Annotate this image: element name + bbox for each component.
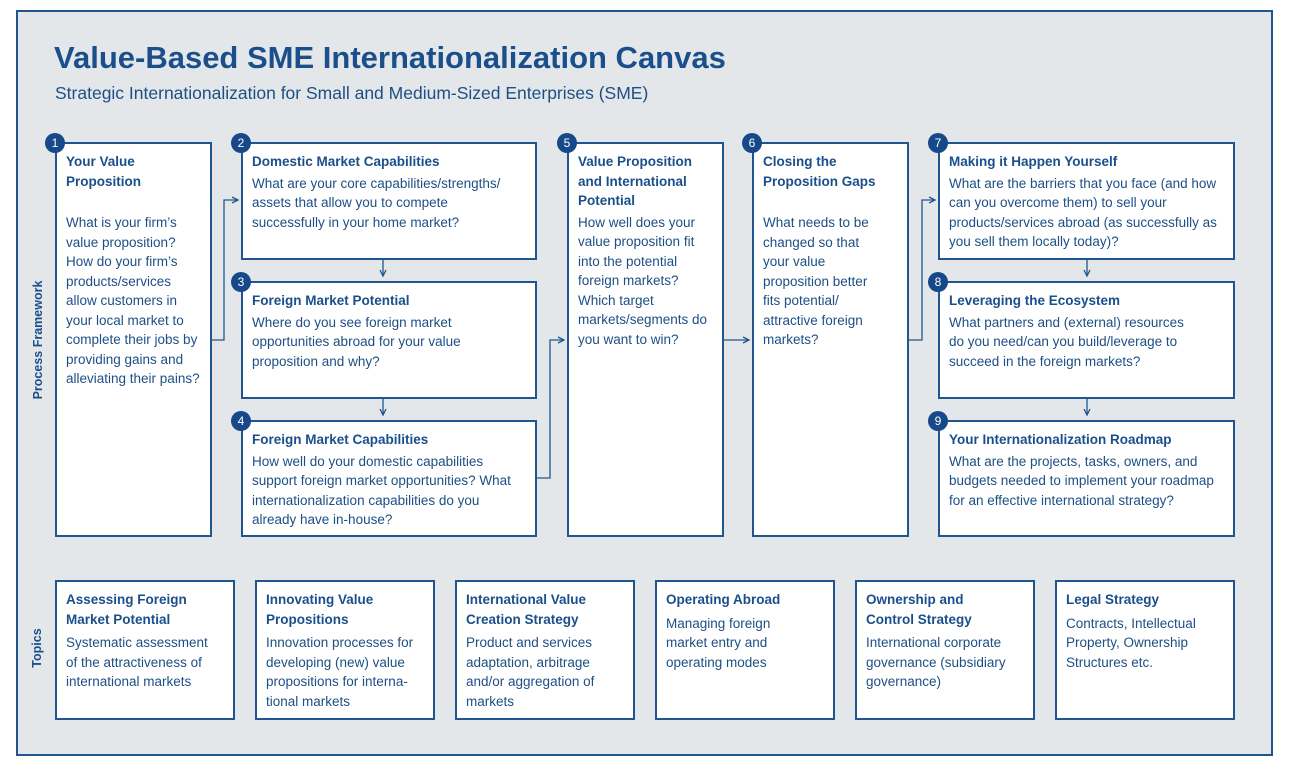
step-number-badge: 6	[742, 133, 762, 153]
step-box-1: Your Value Proposition What is your firm…	[55, 142, 212, 537]
topic-box: Legal Strategy Contracts, Intellectual P…	[1055, 580, 1235, 720]
arrow-4-to-5	[537, 340, 564, 479]
step-question: What is your firm’s value proposition? H…	[66, 215, 200, 386]
arrow-6-to-7	[909, 200, 935, 341]
page-subtitle: Strategic Internationalization for Small…	[55, 83, 649, 103]
topic-description: Contracts, Intellectual Property, Owners…	[1066, 615, 1196, 670]
step-question: What are the barriers that you face (and…	[949, 175, 1217, 250]
step-title: Leveraging the Ecosystem	[949, 293, 1121, 308]
step-box-7: Making it Happen Yourself What are the b…	[938, 142, 1235, 260]
step-title: Closing the Proposition Gaps	[763, 154, 876, 189]
step-box-4: Foreign Market Capabilities How well do …	[241, 420, 537, 537]
step-number-badge: 2	[231, 133, 251, 153]
topic-box: Assessing Foreign Market Potential Syste…	[55, 580, 235, 720]
step-box-5: Value Proposition and International Pote…	[567, 142, 724, 537]
step-number-badge: 9	[928, 411, 948, 431]
step-number-badge: 1	[45, 133, 65, 153]
step-title: Value Proposition and International Pote…	[578, 154, 693, 208]
step-question: What partners and (external) resources d…	[949, 314, 1184, 369]
topic-box: Ownership and Control Strategy Internati…	[855, 580, 1035, 720]
step-box-3: Foreign Market Potential Where do you se…	[241, 281, 537, 399]
step-box-2: Domestic Market Capabilities What are yo…	[241, 142, 537, 260]
topic-description: Innovation processes for developing (new…	[266, 635, 414, 709]
topic-title: International Value Creation Strategy	[466, 592, 587, 627]
step-title: Domestic Market Capabilities	[252, 154, 440, 169]
step-box-8: Leveraging the Ecosystem What partners a…	[938, 281, 1235, 399]
step-title: Foreign Market Capabilities	[252, 432, 429, 447]
topic-box: International Value Creation Strategy Pr…	[455, 580, 635, 720]
step-number-badge: 3	[231, 272, 251, 292]
step-question: What are the projects, tasks, owners, an…	[949, 453, 1214, 508]
step-number-badge: 5	[557, 133, 577, 153]
topic-description: Product and services adaptation, arbitra…	[466, 635, 595, 709]
step-question: What needs to be changed so that your va…	[763, 215, 869, 347]
step-box-6: Closing the Proposition Gaps What needs …	[752, 142, 909, 537]
arrow-1-to-2	[212, 200, 238, 341]
page-title: Value-Based SME Internationalization Can…	[54, 40, 726, 75]
topic-box: Innovating Value Propositions Innovation…	[255, 580, 435, 720]
topic-box: Operating Abroad Managing foreign market…	[655, 580, 835, 720]
step-number-badge: 7	[928, 133, 948, 153]
topic-description: International corporate governance (subs…	[866, 635, 1006, 689]
step-title: Your Value Proposition	[66, 154, 141, 189]
step-question: How well does your value proposition fit…	[578, 214, 708, 347]
topic-title: Innovating Value Propositions	[266, 592, 374, 627]
step-question: What are your core capabilities/strength…	[252, 175, 501, 230]
step-number-badge: 8	[928, 272, 948, 292]
step-number-badge: 4	[231, 411, 251, 431]
topic-description: Systematic assessment of the attractiven…	[66, 635, 208, 689]
step-title: Making it Happen Yourself	[949, 154, 1118, 169]
topic-description: Managing foreign market entry and operat…	[666, 615, 771, 670]
step-title: Foreign Market Potential	[252, 293, 410, 308]
topic-title: Ownership and Control Strategy	[866, 592, 972, 627]
topic-title: Legal Strategy	[1066, 592, 1160, 607]
step-title: Your Internationalization Roadmap	[949, 432, 1172, 447]
topic-title: Operating Abroad	[666, 592, 781, 607]
step-question: Where do you see foreign market opportun…	[252, 314, 461, 369]
topic-title: Assessing Foreign Market Potential	[66, 592, 187, 627]
step-question: How well do your domestic capabilities s…	[252, 453, 511, 528]
step-box-9: Your Internationalization Roadmap What a…	[938, 420, 1235, 537]
